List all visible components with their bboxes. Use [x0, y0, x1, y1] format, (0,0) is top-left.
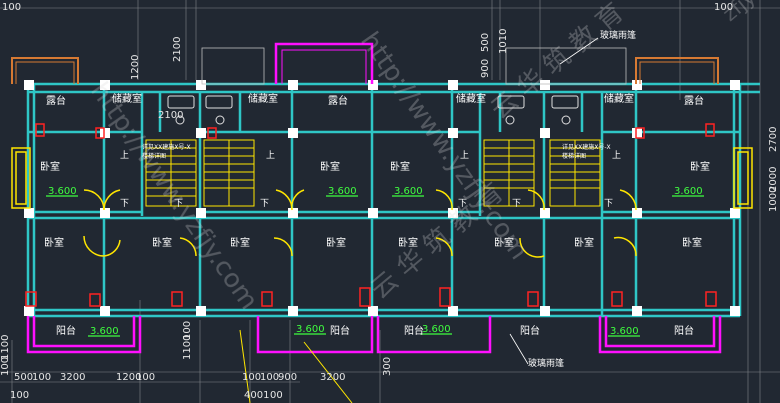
dim-top-2100: 2100: [158, 110, 183, 121]
dim-bottom-100d: 100: [260, 372, 279, 383]
room-storage-mid-right: 储藏室: [456, 92, 486, 105]
dim-top-100-right: 100: [714, 2, 733, 13]
room-bedroom-left: 卧室: [40, 160, 60, 173]
dim-bottom-100e: 100: [10, 390, 29, 401]
stair-down-right-1: 下: [458, 199, 467, 209]
leader-lines-white: [509, 37, 599, 365]
dim-top-2100-2: 2100: [172, 37, 183, 62]
dim-bottom-100a: 100: [32, 372, 51, 383]
dim-bottom-3200b: 3200: [320, 372, 345, 383]
elevation-texts: 3.600 3.600 3.600 3.600 3.600 3.600 3.60…: [48, 186, 703, 337]
room-bedroom-low-7: 卧室: [574, 236, 594, 249]
room-storage-mid-left: 储藏室: [248, 92, 278, 105]
stair-up-left-1: 上: [120, 150, 129, 161]
dim-right-1000: 1000: [768, 187, 779, 212]
dim-mid-1100: 1100: [182, 335, 193, 360]
elevation-2: 3.600: [328, 186, 357, 197]
room-bedroom-low-6: 卧室: [494, 236, 514, 249]
leader-lines: [239, 329, 353, 403]
stair-note-left-1: 详见XX建施X号-X: [142, 143, 191, 151]
room-balcony-top-right: 露台: [684, 94, 704, 107]
dim-top-left: 100: [2, 2, 21, 13]
stair-direction-labels: 上 上 下 下 下 上 上 下 下 下: [120, 150, 621, 209]
room-storage-right: 储藏室: [604, 92, 634, 105]
elevation-6: 3.600: [296, 324, 325, 335]
stair-down-left-2: 下: [174, 199, 183, 209]
room-bedroom-low-8: 卧室: [682, 236, 702, 249]
window-marks: [25, 123, 717, 307]
bay-windows: [11, 147, 753, 209]
bottom-balconies: [26, 316, 722, 354]
room-storage-left: 储藏室: [112, 92, 142, 105]
dim-bottom-500: 500: [14, 372, 33, 383]
room-bedroom-low-2: 卧室: [152, 236, 172, 249]
dim-left-100: 100: [0, 357, 11, 376]
elevation-8: 3.600: [610, 326, 639, 337]
dim-right-2700: 2700: [768, 127, 779, 152]
dim-bottom-1200: 1200: [116, 372, 141, 383]
elevation-5: 3.600: [90, 326, 119, 337]
elevation-4: 3.600: [674, 186, 703, 197]
dim-bottom-100c: 100: [242, 372, 261, 383]
room-bedroom-low-4: 卧室: [326, 236, 346, 249]
dim-top-1010: 1010: [498, 29, 509, 54]
canopy-annotations: 玻璃雨篷 玻璃雨篷: [528, 29, 636, 369]
stair-note-right-2: 楼梯详图: [562, 152, 586, 160]
room-balcony-bottom-1: 阳台: [56, 324, 76, 337]
room-bedroom-low-3: 卧室: [230, 236, 250, 249]
door-swings: [83, 189, 637, 258]
dim-left-1100: 1100: [0, 335, 11, 360]
dim-bottom-300: 300: [382, 357, 393, 376]
room-balcony-bottom-2: 阳台: [330, 324, 350, 337]
dim-mid-100: 100: [182, 321, 193, 340]
room-bedroom-right: 卧室: [690, 160, 710, 173]
stair-down-right-3: 下: [604, 199, 613, 209]
stair-down-left-3: 下: [260, 199, 269, 209]
room-balcony-top-left: 露台: [46, 94, 66, 107]
stair-up-left-2: 上: [266, 150, 275, 161]
dim-bottom-900: 900: [278, 372, 297, 383]
room-balcony-bottom-5: 阳台: [520, 324, 540, 337]
stair-up-right-1: 上: [460, 150, 469, 161]
dim-top-900: 900: [480, 59, 491, 78]
stair-up-right-2: 上: [612, 150, 621, 161]
elevation-1: 3.600: [48, 186, 77, 197]
elevation-3: 3.600: [394, 186, 423, 197]
dim-top-500: 500: [480, 33, 491, 52]
dim-bottom-3200a: 3200: [60, 372, 85, 383]
staircase-left: [145, 139, 255, 207]
stair-notes: 详见XX建施X号-X 楼梯详图 详见XX建施X号-X 楼梯详图: [142, 143, 611, 160]
dim-bottom-00: 00: [270, 390, 283, 401]
elevation-7: 3.600: [422, 324, 451, 335]
stair-down-left-1: 下: [120, 199, 129, 209]
dim-right-2000: 2000: [768, 167, 779, 192]
room-balcony-top-mid: 露台: [328, 94, 348, 107]
glass-canopy-bottom: 玻璃雨篷: [528, 357, 564, 369]
room-labels: 露台 储藏室 储藏室 露台 储藏室 储藏室 露台 卧室 卧室 卧室 卧室 卧室 …: [40, 92, 710, 337]
room-bedroom-low-1: 卧室: [44, 236, 64, 249]
stair-note-left-2: 楼梯详图: [142, 152, 166, 160]
room-balcony-bottom-4: 阳台: [674, 324, 694, 337]
elevation-markers: [46, 195, 704, 337]
stair-note-right-1: 详见XX建施X号-X: [562, 143, 611, 151]
room-balcony-bottom-3: 阳台: [404, 324, 424, 337]
glass-canopy-top: 玻璃雨篷: [600, 29, 636, 41]
dim-top-1200: 1200: [130, 55, 141, 80]
stair-down-right-2: 下: [512, 199, 521, 209]
top-balcony-outlines: [11, 42, 719, 85]
dim-bottom-4001: 4001: [244, 390, 269, 401]
room-bedroom-mid-left: 卧室: [320, 160, 340, 173]
bath-fixtures: [167, 95, 579, 125]
dim-bottom-100b: 100: [136, 372, 155, 383]
columns: [24, 80, 740, 316]
room-bedroom-low-5: 卧室: [398, 236, 418, 249]
room-bedroom-mid-right: 卧室: [390, 160, 410, 173]
staircase-right: [483, 139, 601, 207]
